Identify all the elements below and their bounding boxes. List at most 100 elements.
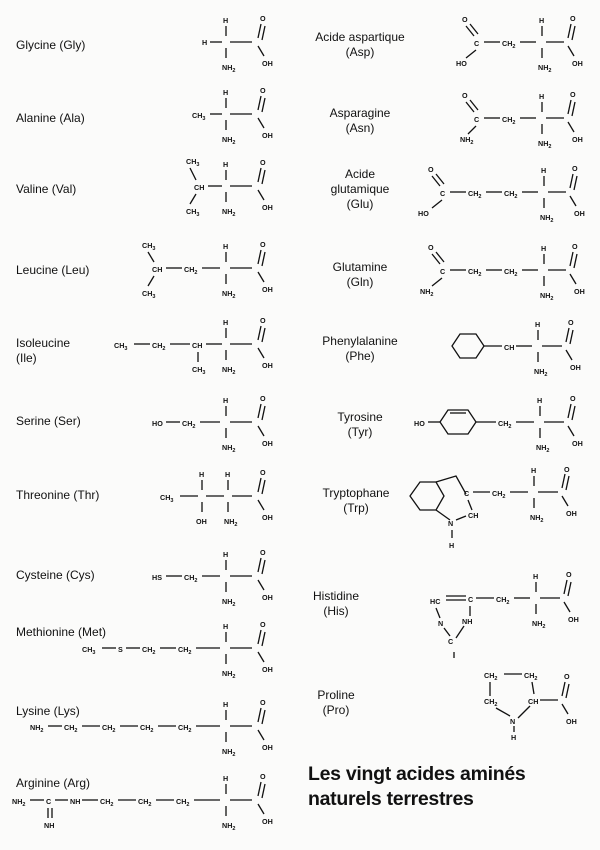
name-phenylalanine-line: Phenylalanine: [322, 334, 398, 348]
atom-h: H: [223, 318, 228, 327]
group-nh: NH: [462, 617, 472, 626]
bond: 3: [202, 370, 205, 376]
bond: 2: [546, 448, 549, 454]
bond: CH: [176, 797, 186, 806]
bond: [517, 705, 531, 719]
bond: [571, 101, 576, 117]
group-nh2: NH2: [538, 139, 551, 150]
bond: [261, 25, 266, 41]
atom-h: H: [202, 38, 207, 47]
bond: 2: [494, 702, 497, 708]
group-ch3: CH3: [192, 111, 205, 122]
group-ch2: CH2: [138, 797, 151, 808]
atom-n: N: [438, 619, 443, 628]
bond: CH: [138, 797, 148, 806]
structure-methionine: CH3 S CH2 CH2 H NH2 O OH: [82, 620, 273, 680]
group-ch2: CH2: [502, 39, 515, 50]
atom-c: C: [464, 489, 469, 498]
bond: [495, 707, 511, 717]
bond: [261, 479, 266, 495]
bond: CH: [484, 697, 494, 706]
name-asparagine-line: Asparagine: [329, 106, 391, 120]
bond: 2: [150, 728, 153, 734]
name-cysteine: Cysteine (Cys): [16, 568, 95, 582]
atom-h: H: [533, 572, 538, 581]
group-ho: HO: [456, 59, 467, 68]
group-ch: CH: [528, 697, 538, 706]
bond: 2: [470, 140, 473, 146]
atom-o: O: [260, 772, 266, 781]
group-ch2: CH2: [178, 645, 191, 656]
bond: NH: [420, 287, 430, 296]
bond: NH: [222, 443, 232, 452]
group-ch3: CH3: [186, 207, 199, 218]
bond: NH: [222, 289, 232, 298]
bond: NH: [460, 135, 470, 144]
bond: 2: [232, 752, 235, 758]
structure-valine: CH3 CH CH3 H NH2 O OH: [186, 157, 273, 218]
bond: [257, 707, 262, 723]
structure-glutamine: O C NH2 CH2 CH2 H NH2 O OH: [420, 242, 585, 302]
atom-h: H: [223, 160, 228, 169]
bond: NH: [222, 821, 232, 830]
bond: 2: [232, 448, 235, 454]
group-oh: OH: [568, 615, 579, 624]
bond: NH: [30, 723, 40, 732]
title-line2: naturels terrestres: [308, 788, 474, 810]
bond: [571, 25, 576, 41]
indole-pyrrole-lower: [435, 509, 451, 521]
atom-h: H: [531, 466, 536, 475]
group-oh: OH: [262, 817, 273, 826]
group-oh: OH: [262, 131, 273, 140]
atom-o: O: [260, 14, 266, 23]
group-ch2: CH2: [182, 419, 195, 430]
atom-h: H: [535, 320, 540, 329]
bond: [257, 651, 265, 663]
atom-h: H: [541, 244, 546, 253]
structure-histidine: HC C N C NH CH2 H NH2 O OH: [430, 570, 579, 658]
bond: 2: [430, 292, 433, 298]
atom-h: H: [223, 242, 228, 251]
bond: 3: [92, 650, 95, 656]
group-oh: OH: [566, 717, 577, 726]
group-ch2: CH2: [142, 645, 155, 656]
bond: NH: [538, 63, 548, 72]
bond: 2: [232, 294, 235, 300]
group-ch2: CH2: [468, 189, 481, 200]
bond: 2: [494, 676, 497, 682]
atom-h: H: [223, 88, 228, 97]
group-ch3: CH3: [82, 645, 95, 656]
bond: [431, 277, 443, 287]
bond: NH: [540, 291, 550, 300]
group-ch: CH: [152, 265, 162, 274]
bond: CH: [186, 207, 196, 216]
bond: 2: [22, 802, 25, 808]
atom-n: N: [448, 519, 453, 528]
group-oh: OH: [574, 209, 585, 218]
structure-cysteine: HS CH2 H NH2 O OH: [152, 548, 273, 608]
group-ch: CH: [194, 183, 204, 192]
bond: CH: [498, 419, 508, 428]
bond: [261, 169, 266, 185]
atom-h: H: [537, 396, 542, 405]
group-ch2: CH2: [492, 489, 505, 500]
group-ch3: CH3: [160, 493, 173, 504]
atom-s: S: [118, 645, 123, 654]
bond: [257, 403, 262, 419]
group-nh2: NH2: [222, 63, 235, 74]
bond: 3: [196, 212, 199, 218]
bond: 2: [74, 728, 77, 734]
bond: 2: [506, 600, 509, 606]
bond: CH: [504, 189, 514, 198]
bond: [567, 99, 572, 115]
bond: CH: [492, 489, 502, 498]
name-asparagine: Asparagine (Asn): [308, 106, 412, 136]
bond: 2: [234, 522, 237, 528]
bond: NH: [12, 797, 22, 806]
bond: 2: [148, 802, 151, 808]
structure-tryptophane: C CH N H CH2 H NH2 O OH: [409, 465, 577, 550]
atom-h: H: [199, 470, 204, 479]
bond: 2: [550, 218, 553, 224]
group-nh2: NH2: [530, 513, 543, 524]
bond: CH: [504, 267, 514, 276]
